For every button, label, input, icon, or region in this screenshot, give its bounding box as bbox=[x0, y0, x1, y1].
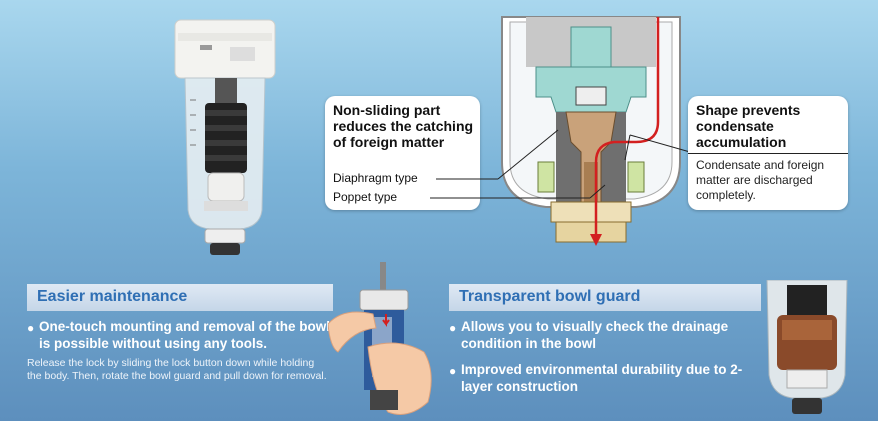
hand-removal-illustration bbox=[328, 262, 432, 415]
bullet-dot-icon: ● bbox=[27, 321, 35, 335]
callout-shape-body: Condensate and foreign matter are discha… bbox=[696, 158, 825, 202]
bowl-guard-photo bbox=[766, 280, 848, 414]
bullet-dot-icon: ● bbox=[449, 364, 457, 378]
maintenance-heading: Easier maintenance bbox=[37, 288, 188, 305]
bowl-guard-header: Transparent bowl guard bbox=[449, 284, 761, 311]
maintenance-note: Release the lock by sliding the lock but… bbox=[27, 357, 327, 382]
diaphragm-label: Diaphragm type bbox=[333, 171, 418, 185]
bowl-guard-bullet-2-text: Improved environmental durability due to… bbox=[461, 362, 743, 394]
bullet-dot-icon: ● bbox=[449, 321, 457, 335]
callout-leader-lines bbox=[430, 129, 691, 199]
callout-non-sliding-title: Non-sliding part reduces the catching of… bbox=[333, 102, 474, 150]
bowl-guard-heading: Transparent bowl guard bbox=[459, 288, 641, 305]
maintenance-header: Easier maintenance bbox=[27, 284, 333, 311]
cross-section-diagram bbox=[501, 16, 681, 246]
bowl-guard-bullet-1: ● Allows you to visually check the drain… bbox=[449, 318, 771, 352]
maintenance-bullet-text: One-touch mounting and removal of the bo… bbox=[39, 319, 330, 351]
product-photo bbox=[174, 19, 276, 255]
callout-shape-title: Shape prevents condensate accumulation bbox=[696, 102, 801, 150]
callout-non-sliding: Non-sliding part reduces the catching of… bbox=[325, 96, 480, 210]
bowl-guard-bullet-1-text: Allows you to visually check the drainag… bbox=[461, 319, 729, 351]
poppet-label: Poppet type bbox=[333, 190, 398, 204]
callout-shape-prevents: Shape prevents condensate accumulation C… bbox=[688, 96, 848, 210]
maintenance-bullet: ● One-touch mounting and removal of the … bbox=[27, 318, 339, 352]
bowl-guard-bullet-2: ● Improved environmental durability due … bbox=[449, 361, 771, 395]
